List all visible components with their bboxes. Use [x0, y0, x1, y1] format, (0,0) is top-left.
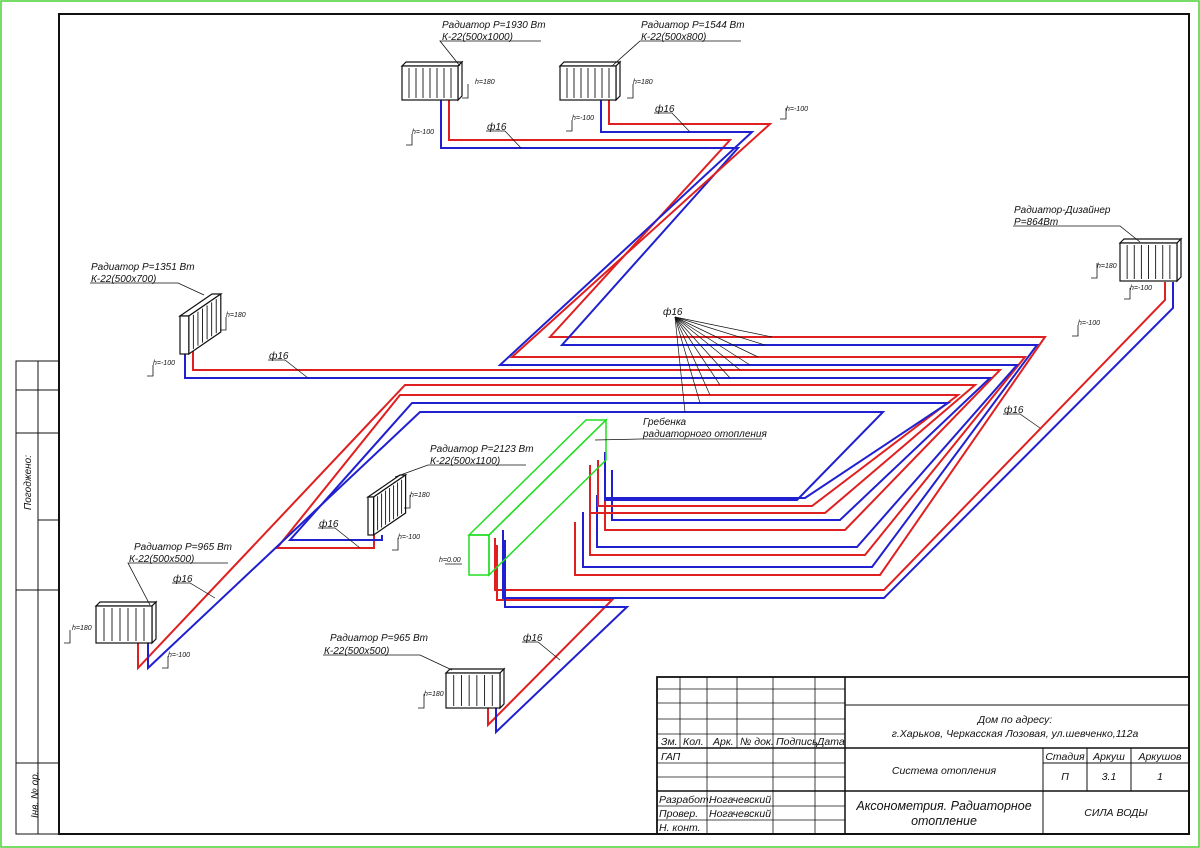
height-r965-left-bottom: h=-100: [168, 652, 190, 659]
pipe-label-r965-left: ф16: [173, 573, 193, 585]
tb-checked-label: Провер.: [659, 808, 698, 820]
pipe-supply-r1351: [192, 350, 1003, 531]
radiator-1930-power: Радиатор Р=1930 Вт: [442, 20, 546, 31]
radiator-designer-symbol: [1118, 237, 1183, 283]
radiator-1351-power: Радиатор Р=1351 Вт: [91, 262, 195, 273]
height-r1544-riser: h=-100: [786, 106, 808, 113]
height-marks: [64, 84, 1131, 709]
tb-header-date: Дата: [816, 736, 845, 748]
tb-header-sign: Подпись: [776, 736, 818, 748]
drawing-frame: [58, 13, 1190, 835]
tb-company: СИЛА ВОДЫ: [1084, 807, 1148, 819]
manifold-box: [467, 418, 608, 577]
height-designer-riser: h=-100: [1078, 320, 1100, 327]
pipe-return-designer: [502, 282, 1174, 599]
tb-stage-header: Стадия: [1045, 751, 1085, 763]
pipes: [137, 100, 1174, 735]
pipe-return-r1930: [440, 100, 1039, 568]
tb-sheet-header: Аркуш: [1092, 751, 1125, 763]
pipe-diameter-leaders: [172, 112, 1041, 661]
radiator-1544-model: К-22(500х800): [641, 32, 706, 43]
tb-address-line1: Дом по адресу:: [977, 714, 1052, 726]
height-r965-bottom-top: h=180: [424, 691, 444, 698]
radiator-designer-power: Радиатор-Дизайнер: [1014, 205, 1111, 216]
tb-developer-name: Ногачевский: [709, 794, 771, 806]
manifold-label-2: радиаторного отопления: [642, 429, 767, 440]
manifold-height: h=0.00: [439, 557, 461, 564]
inv-label: Інв. № ор.: [30, 771, 41, 818]
height-r965-left-top: h=180: [72, 625, 92, 632]
radiator-2123-power: Радиатор Р=2123 Вт: [430, 444, 534, 455]
radiator-1544-power: Радиатор Р=1544 Вт: [641, 20, 745, 31]
height-r1544-bottom: h=-100: [572, 115, 594, 122]
pipe-supply-designer: [494, 282, 1166, 591]
agreed-label: Погоджено:: [23, 455, 34, 510]
radiator-965-bottom-symbol: [444, 667, 506, 710]
height-r1351-top: h=180: [226, 312, 246, 319]
pipe-supply-r965-left: [137, 384, 978, 671]
height-r1930-top: h=180: [475, 79, 495, 86]
radiator-965-bottom-model: К-22(500х500): [324, 646, 389, 657]
tb-system: Система отопления: [892, 765, 997, 777]
tb-norm-control-label: Н. конт.: [659, 822, 701, 834]
radiator-1930-symbol: [400, 60, 464, 102]
pipe-return-r965-left: [147, 411, 886, 671]
pipe-label-r2123: ф16: [319, 518, 339, 530]
manifold-label-1: Гребенка: [643, 416, 687, 428]
height-r1351-bottom: h=-100: [153, 360, 175, 367]
tb-gap: ГАП: [661, 751, 681, 763]
radiator-965-left-power: Радиатор Р=965 Вт: [134, 542, 232, 553]
pipe-label-r1930: ф16: [487, 121, 507, 133]
pipe-supply-r2123: [274, 394, 961, 549]
pipe-return-r965-bottom: [495, 540, 630, 735]
pipe-return-r1351: [184, 350, 993, 521]
pipe-label-r1351: ф16: [269, 350, 289, 362]
radiator-2123-model: К-22(500х1100): [430, 456, 500, 467]
height-r1544-top: h=180: [633, 79, 653, 86]
radiator-965-left-model: К-22(500х500): [129, 554, 194, 565]
pipe-supply-r1544: [509, 100, 1028, 556]
radiator-1544-symbol: [558, 60, 622, 102]
radiator-designer-model: Р=864Вт: [1014, 217, 1058, 228]
height-r2123-top: h=180: [410, 492, 430, 499]
side-stamp: [15, 360, 60, 835]
pipe-return-r2123: [287, 402, 952, 541]
title-block: [656, 676, 1190, 835]
height-r1930-bottom: h=-100: [412, 129, 434, 136]
tb-header-zm: Зм.: [661, 736, 678, 748]
tb-header-ark: Арк.: [712, 736, 734, 748]
tb-checker-name: Ногачевский: [709, 808, 771, 820]
pipe-supply-r1930: [448, 100, 1047, 576]
tb-drawing-title-2: отопление: [911, 814, 977, 828]
radiator-1351-model: К-22(500х700): [91, 274, 156, 285]
tb-drawing-title-1: Аксонометрия. Радиаторное: [855, 799, 1031, 813]
tb-header-kol: Кол.: [683, 736, 704, 748]
radiator-2123-symbol: [366, 473, 408, 537]
pipe-return-r1544: [497, 100, 1020, 548]
tb-address-line2: г.Харьков, Черкасская Лозовая, ул.шевчен…: [892, 728, 1139, 740]
radiator-965-bottom-power: Радиатор Р=965 Вт: [330, 633, 428, 644]
radiator-965-left-symbol: [94, 600, 158, 645]
tb-developed-label: Разработ.: [659, 794, 711, 806]
height-designer-bottom: h=-100: [1130, 285, 1152, 292]
manifold-leader: [594, 438, 762, 441]
central-pipe-leaders: [674, 316, 773, 413]
tb-sheet: 3.1: [1102, 771, 1117, 783]
radiator-1351-symbol: [178, 292, 223, 356]
height-r2123-bottom: h=-100: [398, 534, 420, 541]
pipe-supply-r965-bottom: [487, 545, 615, 728]
tb-sheets-header: Аркушов: [1137, 751, 1182, 763]
tb-stage: П: [1061, 771, 1069, 783]
pipe-label-r1544: ф16: [655, 103, 675, 115]
height-designer-top: h=180: [1097, 263, 1117, 270]
radiator-1930-model: К-22(500х1000): [442, 32, 513, 43]
pipe-label-r965-bottom: ф16: [523, 632, 543, 644]
tb-header-doc: № док.: [740, 736, 774, 748]
pipe-label-central: ф16: [663, 306, 683, 318]
radiator-leaders: [90, 40, 1141, 671]
pipe-label-designer: ф16: [1004, 404, 1024, 416]
tb-sheets: 1: [1157, 771, 1163, 783]
